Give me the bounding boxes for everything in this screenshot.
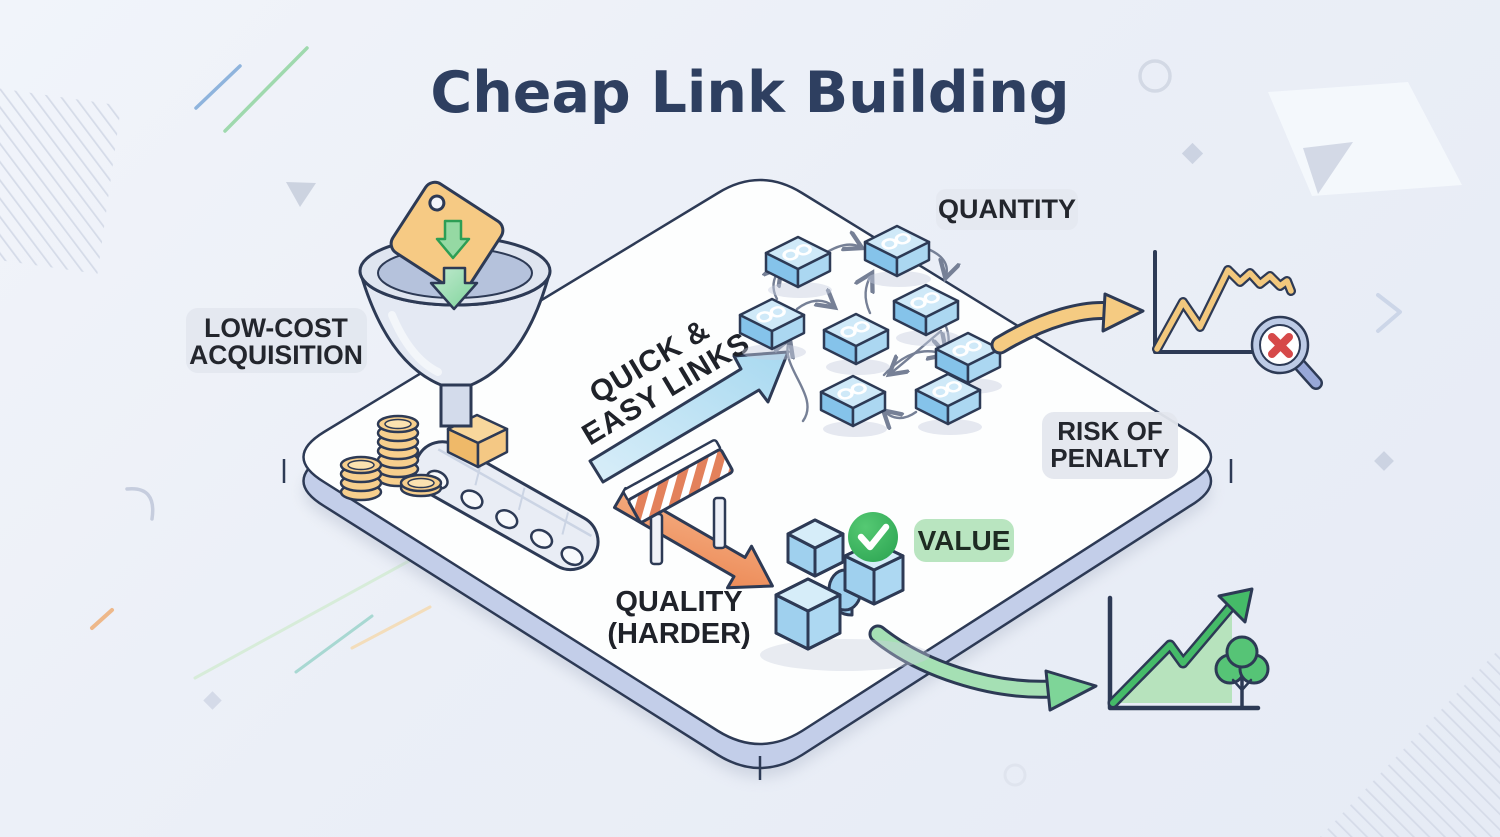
- decor-hatch-bottom-right: [1320, 648, 1500, 837]
- cube-back: [786, 518, 845, 578]
- barrier-leg-left: [649, 512, 664, 566]
- link-network-connectors: [773, 245, 948, 421]
- link-block-icon: [863, 224, 933, 289]
- decor-triangle-left: [286, 182, 316, 207]
- quality-label-line2: (HARDER): [607, 618, 750, 650]
- construction-barrier-icon: [622, 439, 734, 566]
- page-title: Cheap Link Building: [430, 60, 1069, 126]
- quantity-label: QUANTITY: [936, 189, 1078, 230]
- coin-single: [399, 473, 443, 498]
- decor-sheen: [1268, 82, 1462, 196]
- growth-axes: [1107, 595, 1261, 711]
- quality-label-line1: QUALITY: [615, 586, 742, 618]
- tag-down-arrow-icon: [435, 219, 471, 260]
- decor-triangle-right: [1303, 142, 1353, 194]
- yellow-curved-arrow-icon: [990, 292, 1145, 355]
- tree-icon: [1214, 635, 1270, 709]
- low-cost-acquisition-label: LOW-COST ACQUISITION: [186, 308, 367, 373]
- background-decorations: [0, 46, 1500, 837]
- risk-of-penalty-label: RISK OF PENALTY: [1042, 412, 1178, 479]
- decor-faint-green-line: [193, 554, 420, 680]
- risk-label-line2: PENALTY: [1050, 443, 1169, 473]
- red-x-icon: [1268, 333, 1293, 358]
- growth-arrowhead: [1217, 587, 1254, 624]
- price-tag-icon: [389, 180, 505, 294]
- decor-chevron-right: [1376, 293, 1402, 333]
- green-check-icon: [848, 512, 898, 562]
- quality-cubes-icon: [760, 518, 930, 671]
- quality-harder-label: QUALITY (HARDER): [607, 586, 750, 650]
- coin-stack-short: [339, 455, 383, 502]
- low-cost-label-line1: LOW-COST: [204, 313, 348, 343]
- declining-chart-icon: [1152, 250, 1296, 354]
- decor-green-line: [223, 46, 309, 133]
- value-label: VALUE: [914, 519, 1014, 562]
- barrier-leg-right: [712, 496, 727, 550]
- low-cost-label-line2: ACQUISITION: [189, 340, 363, 370]
- value-label-text: VALUE: [918, 525, 1011, 556]
- decor-teal-line: [294, 614, 374, 674]
- decor-blue-line: [194, 64, 242, 110]
- coin-stacks-icon: [339, 414, 443, 502]
- decor-circle-bottom: [1003, 763, 1027, 787]
- tag-hole: [428, 194, 446, 212]
- decor-hatch-left: [0, 86, 122, 274]
- decor-diamond-bottom-left: [203, 691, 222, 710]
- risk-label-line1: RISK OF: [1057, 416, 1162, 446]
- cube-front: [774, 577, 842, 651]
- green-curved-arrow-icon: [868, 624, 1098, 712]
- green-down-arrow-icon: [429, 266, 479, 311]
- magnifier-red-x-icon: [1250, 315, 1323, 390]
- decor-circle-top: [1138, 59, 1172, 93]
- decor-orange-line: [90, 608, 114, 630]
- decor-diamond-right: [1374, 451, 1394, 471]
- quantity-label-text: QUANTITY: [938, 194, 1076, 224]
- decor-diamond-top: [1181, 142, 1204, 165]
- growth-chart-icon: [1107, 587, 1261, 711]
- decor-arc-left: [125, 487, 155, 521]
- decor-faint-orange-line: [350, 605, 432, 650]
